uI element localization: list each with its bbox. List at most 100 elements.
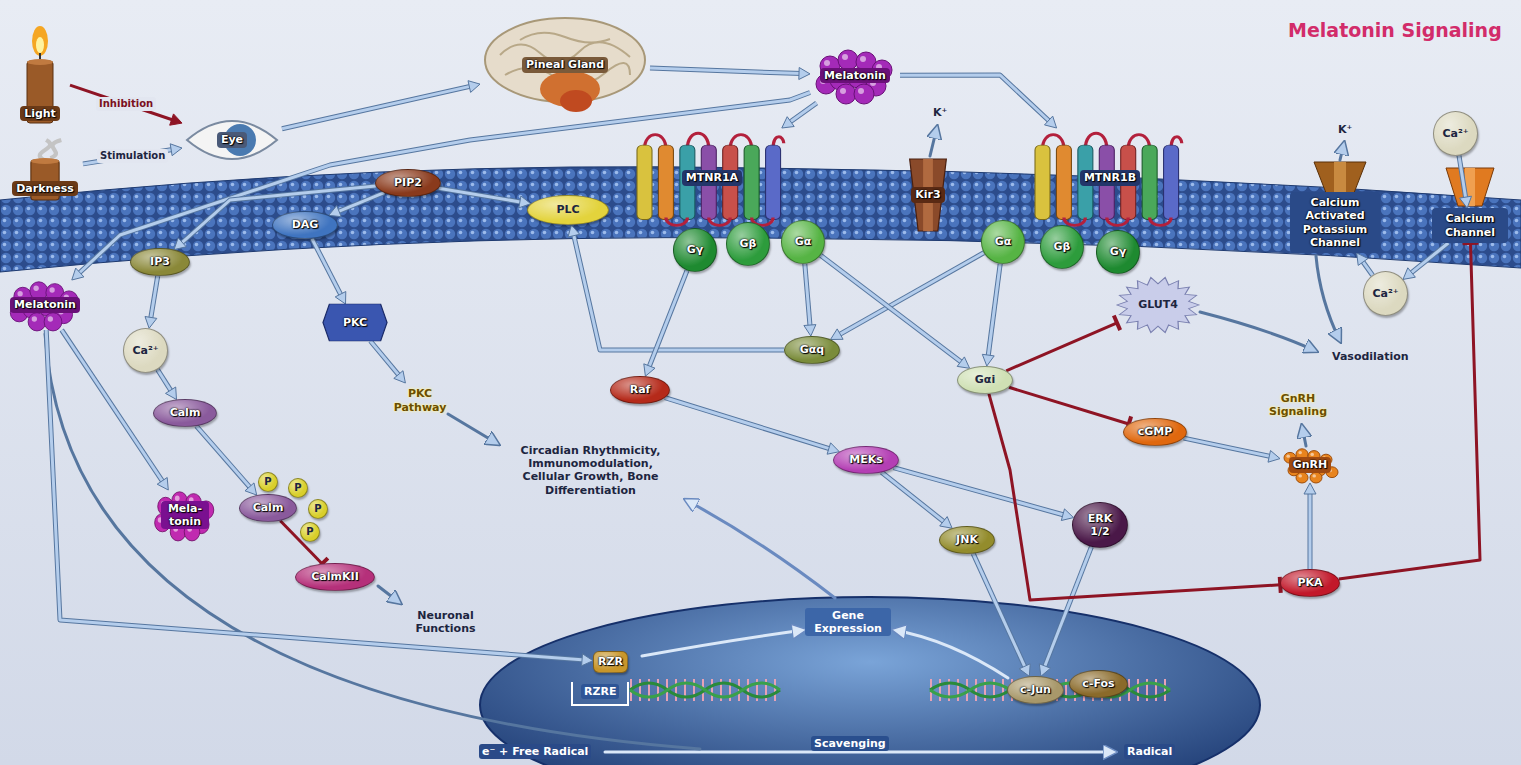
melatonin-cluster-art-part: [28, 313, 46, 331]
arrowhead: [170, 114, 182, 125]
molecule-ellipse: Calm: [239, 494, 297, 522]
arrow-outline: [973, 554, 1026, 670]
arrow-line: [973, 554, 1026, 670]
annotation-label: K⁺: [1335, 122, 1355, 137]
arrowhead: [804, 325, 816, 336]
arrowhead: [1357, 253, 1368, 265]
text-holder: GLUT4: [1138, 298, 1178, 311]
inhibition-line: [989, 394, 1280, 600]
arrowhead: [1460, 196, 1472, 208]
arrow-line: [46, 330, 585, 660]
text-holder: MEKs: [849, 453, 883, 466]
eye-figure-art-part: [187, 121, 277, 159]
arrowhead: [1039, 664, 1050, 677]
signal-arrow: [145, 276, 158, 328]
signal-arrow: [1184, 438, 1280, 462]
arrow-line: [1459, 156, 1466, 200]
leader-arrows-part: [1316, 256, 1340, 341]
molecule-circle: Ca²⁺: [1363, 271, 1408, 316]
text-holder: Gαi: [975, 373, 995, 386]
node-label: Gβ: [1054, 240, 1071, 253]
text-holder: PIP2: [394, 176, 422, 189]
arrow-line: [150, 276, 157, 320]
node-label: Calm: [253, 501, 284, 514]
annotation-label: Scavenging: [811, 736, 889, 751]
light-source-art-part: [32, 26, 48, 56]
text-holder: MTNR1B: [1080, 170, 1140, 185]
text-holder: Darkness: [12, 181, 78, 196]
signal-arrow: [370, 341, 405, 383]
signal-arrow: [821, 255, 970, 368]
signal-arrow: [46, 330, 593, 666]
arrowhead: [568, 225, 580, 237]
arrow-outline: [46, 330, 585, 660]
receptor-art-part: [637, 133, 784, 225]
arrow-outline: [1044, 547, 1092, 669]
arrow-line: [312, 239, 342, 297]
arrowhead: [1304, 483, 1316, 494]
leader-arrows-part: [930, 127, 937, 156]
node-label: Gα: [995, 235, 1012, 248]
arrow-outline: [78, 93, 810, 275]
arrowhead: [166, 387, 177, 400]
arrowhead: [782, 117, 794, 128]
node-label: c-Fos: [1082, 677, 1114, 690]
signal-arrow: [196, 426, 256, 495]
node-label: P: [306, 526, 313, 538]
text-holder: P: [306, 526, 313, 538]
molecule-ellipse: Gαq: [784, 336, 840, 364]
phosphate-circle: P: [308, 499, 328, 519]
arrow-outline: [196, 426, 251, 489]
phosphate-circle: P: [300, 522, 320, 542]
arrow-line: [78, 93, 810, 275]
molecule-circle: Gβ: [726, 222, 770, 266]
node-label: PKC: [343, 316, 367, 329]
arrow-line: [336, 193, 384, 213]
text-holder: Gαq: [800, 343, 824, 356]
inhibition-line: [70, 85, 182, 125]
inhibition-bar: [1114, 315, 1120, 330]
signal-arrow: [174, 186, 376, 250]
annotation-label: Vasodilation: [1329, 349, 1412, 364]
annotation-label: Neuronal Functions: [405, 608, 486, 636]
arrow-line: [665, 398, 832, 450]
arrowhead: [982, 354, 994, 366]
node-label: Gαi: [975, 373, 995, 386]
signal-arrow: [900, 75, 1057, 128]
node-label: Ca²⁺: [132, 344, 158, 357]
text-holder: Ca²⁺: [1372, 287, 1398, 300]
arrowhead: [174, 238, 186, 250]
inhibition-line: [280, 521, 328, 570]
node-label: GLUT4: [1138, 298, 1178, 311]
leader-arrows-part: [1302, 426, 1306, 446]
leader-arrows-part: [1340, 143, 1344, 160]
node-label: Melatonin: [14, 298, 76, 311]
text-holder: Calcium Activated Potassium Channel: [1295, 196, 1375, 249]
receptor: MTNR1A: [637, 128, 787, 228]
signal-arrow: [650, 68, 810, 80]
node-label: Eye: [221, 133, 243, 146]
receptor: MTNR1B: [1035, 128, 1185, 228]
arrow-outline: [1308, 491, 1313, 569]
node-label: Mela- tonin: [165, 502, 205, 528]
node-label: ERK 1/2: [1085, 512, 1115, 538]
leader-arrows-part: [45, 334, 700, 749]
cell-membrane: [0, 167, 1521, 272]
text-holder: PKA: [1297, 576, 1322, 589]
node-label: DAG: [292, 218, 319, 231]
leader-arrows-part: [894, 630, 1008, 678]
molecule-ellipse: PIP2: [375, 169, 441, 197]
node-label: c-Jun: [1020, 683, 1051, 696]
node-label: Ca²⁺: [1442, 127, 1468, 140]
arrow-line: [805, 264, 810, 328]
inhibition-line: [280, 521, 322, 564]
text-holder: Mela- tonin: [161, 501, 209, 529]
kinase-hexagon-art-part: [323, 304, 387, 341]
arrow-line: [900, 75, 1051, 123]
melatonin-cluster-art-part: [858, 88, 864, 94]
channel-label: PKC Pathway: [385, 383, 455, 418]
arrowhead: [1061, 509, 1073, 521]
signal-arrow: [83, 144, 182, 164]
channel-label: Calcium Activated Potassium Channel: [1290, 192, 1380, 253]
